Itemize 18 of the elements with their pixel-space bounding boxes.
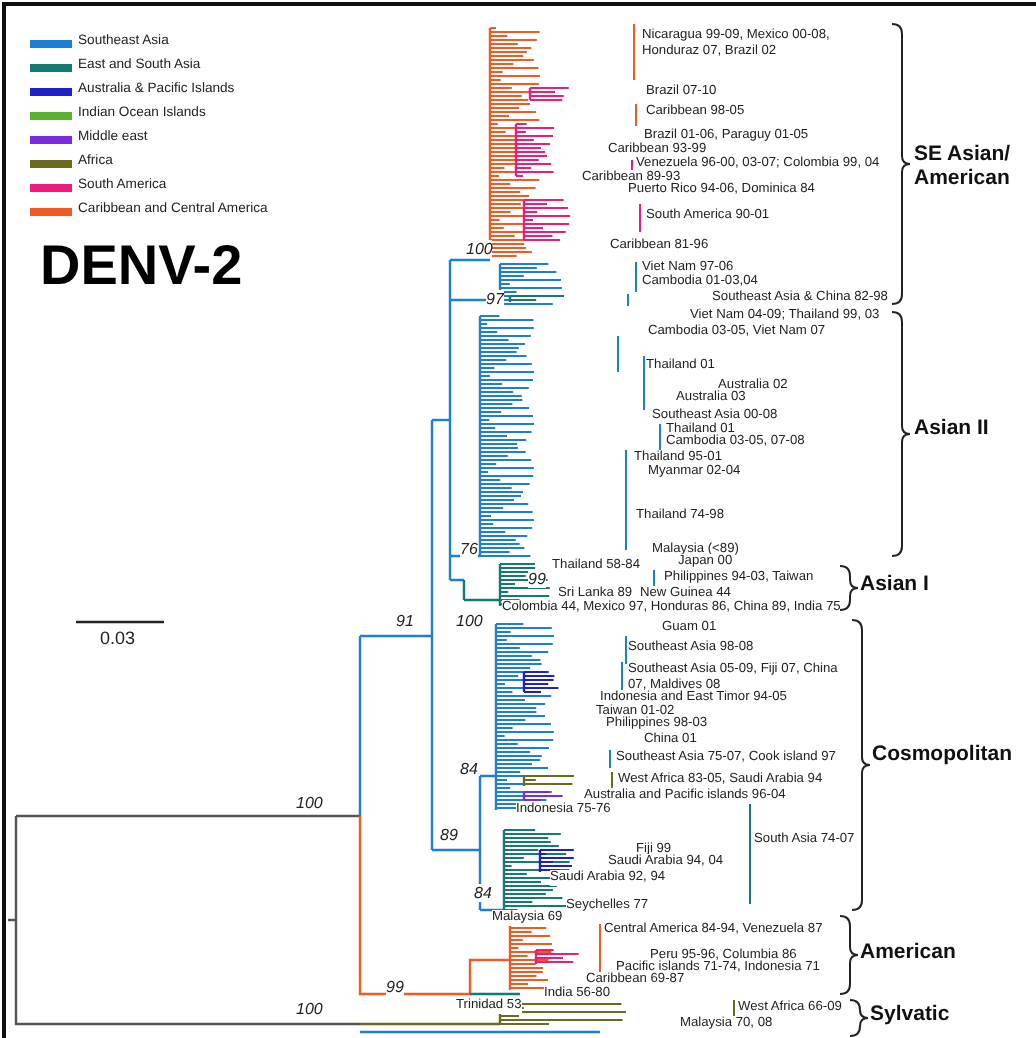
clade-name: Asian I — [860, 572, 929, 596]
clade-name: American — [860, 940, 956, 964]
bootstrap-value: 89 — [440, 826, 458, 844]
bootstrap-value: 91 — [396, 612, 414, 630]
bootstrap-value: 97 — [486, 290, 504, 308]
bootstrap-value: 99 — [386, 978, 404, 996]
clade-name: Asian II — [914, 416, 989, 440]
clade-name: Cosmopolitan — [872, 742, 1012, 766]
bootstrap-value: 76 — [460, 540, 478, 558]
bootstrap-value: 84 — [460, 760, 478, 778]
bootstrap-value: 100 — [466, 240, 493, 258]
bootstrap-value: 100 — [296, 794, 323, 812]
clade-name: Sylvatic — [870, 1002, 950, 1026]
scale-label: 0.03 — [100, 630, 136, 646]
bootstrap-value: 99 — [528, 570, 546, 588]
bootstrap-value: 84 — [474, 884, 492, 902]
bootstrap-value: 100 — [296, 1000, 323, 1018]
bootstrap-value: 100 — [456, 612, 483, 630]
